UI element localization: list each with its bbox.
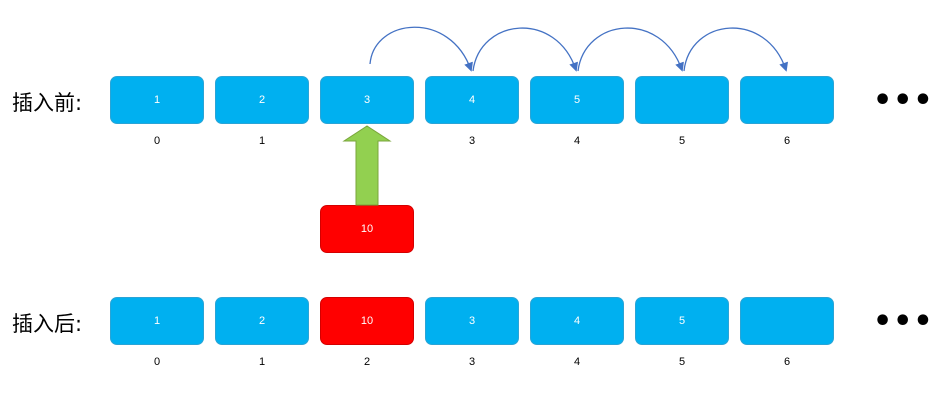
after-cell: 5 — [635, 297, 729, 345]
after-cell-inserted: 10 — [320, 297, 414, 345]
after-index: 4 — [573, 356, 581, 368]
insert-arrow — [342, 125, 392, 206]
before-cell: 3 — [320, 76, 414, 124]
after-index: 1 — [258, 356, 266, 368]
after-index: 2 — [363, 356, 371, 368]
insert-element: 10 — [320, 205, 414, 253]
shift-arrow — [577, 27, 684, 72]
before-cell: 5 — [530, 76, 624, 124]
after-cell: 3 — [425, 297, 519, 345]
after-index: 0 — [153, 356, 161, 368]
after-index: 5 — [678, 356, 686, 368]
shift-arrow — [369, 26, 473, 72]
before-index: 0 — [153, 135, 161, 147]
before-ellipsis: ••• — [873, 83, 931, 118]
before-cell: 2 — [215, 76, 309, 124]
after-index: 6 — [783, 356, 791, 368]
after-index: 3 — [468, 356, 476, 368]
before-index: 6 — [783, 135, 791, 147]
before-index: 4 — [573, 135, 581, 147]
before-cell: 1 — [110, 76, 204, 124]
after-cell: 4 — [530, 297, 624, 345]
after-cell: 2 — [215, 297, 309, 345]
after-ellipsis: ••• — [873, 304, 931, 339]
before-cell — [740, 76, 834, 124]
before-index: 1 — [258, 135, 266, 147]
after-cell: 1 — [110, 297, 204, 345]
before-row-label: 插入前: — [12, 91, 83, 115]
after-row-label: 插入后: — [12, 312, 83, 336]
before-index: 3 — [468, 135, 476, 147]
before-cell: 4 — [425, 76, 519, 124]
before-cell — [635, 76, 729, 124]
before-index: 5 — [678, 135, 686, 147]
shift-arrow — [472, 27, 579, 72]
shift-arrow — [683, 27, 789, 72]
after-cell — [740, 297, 834, 345]
